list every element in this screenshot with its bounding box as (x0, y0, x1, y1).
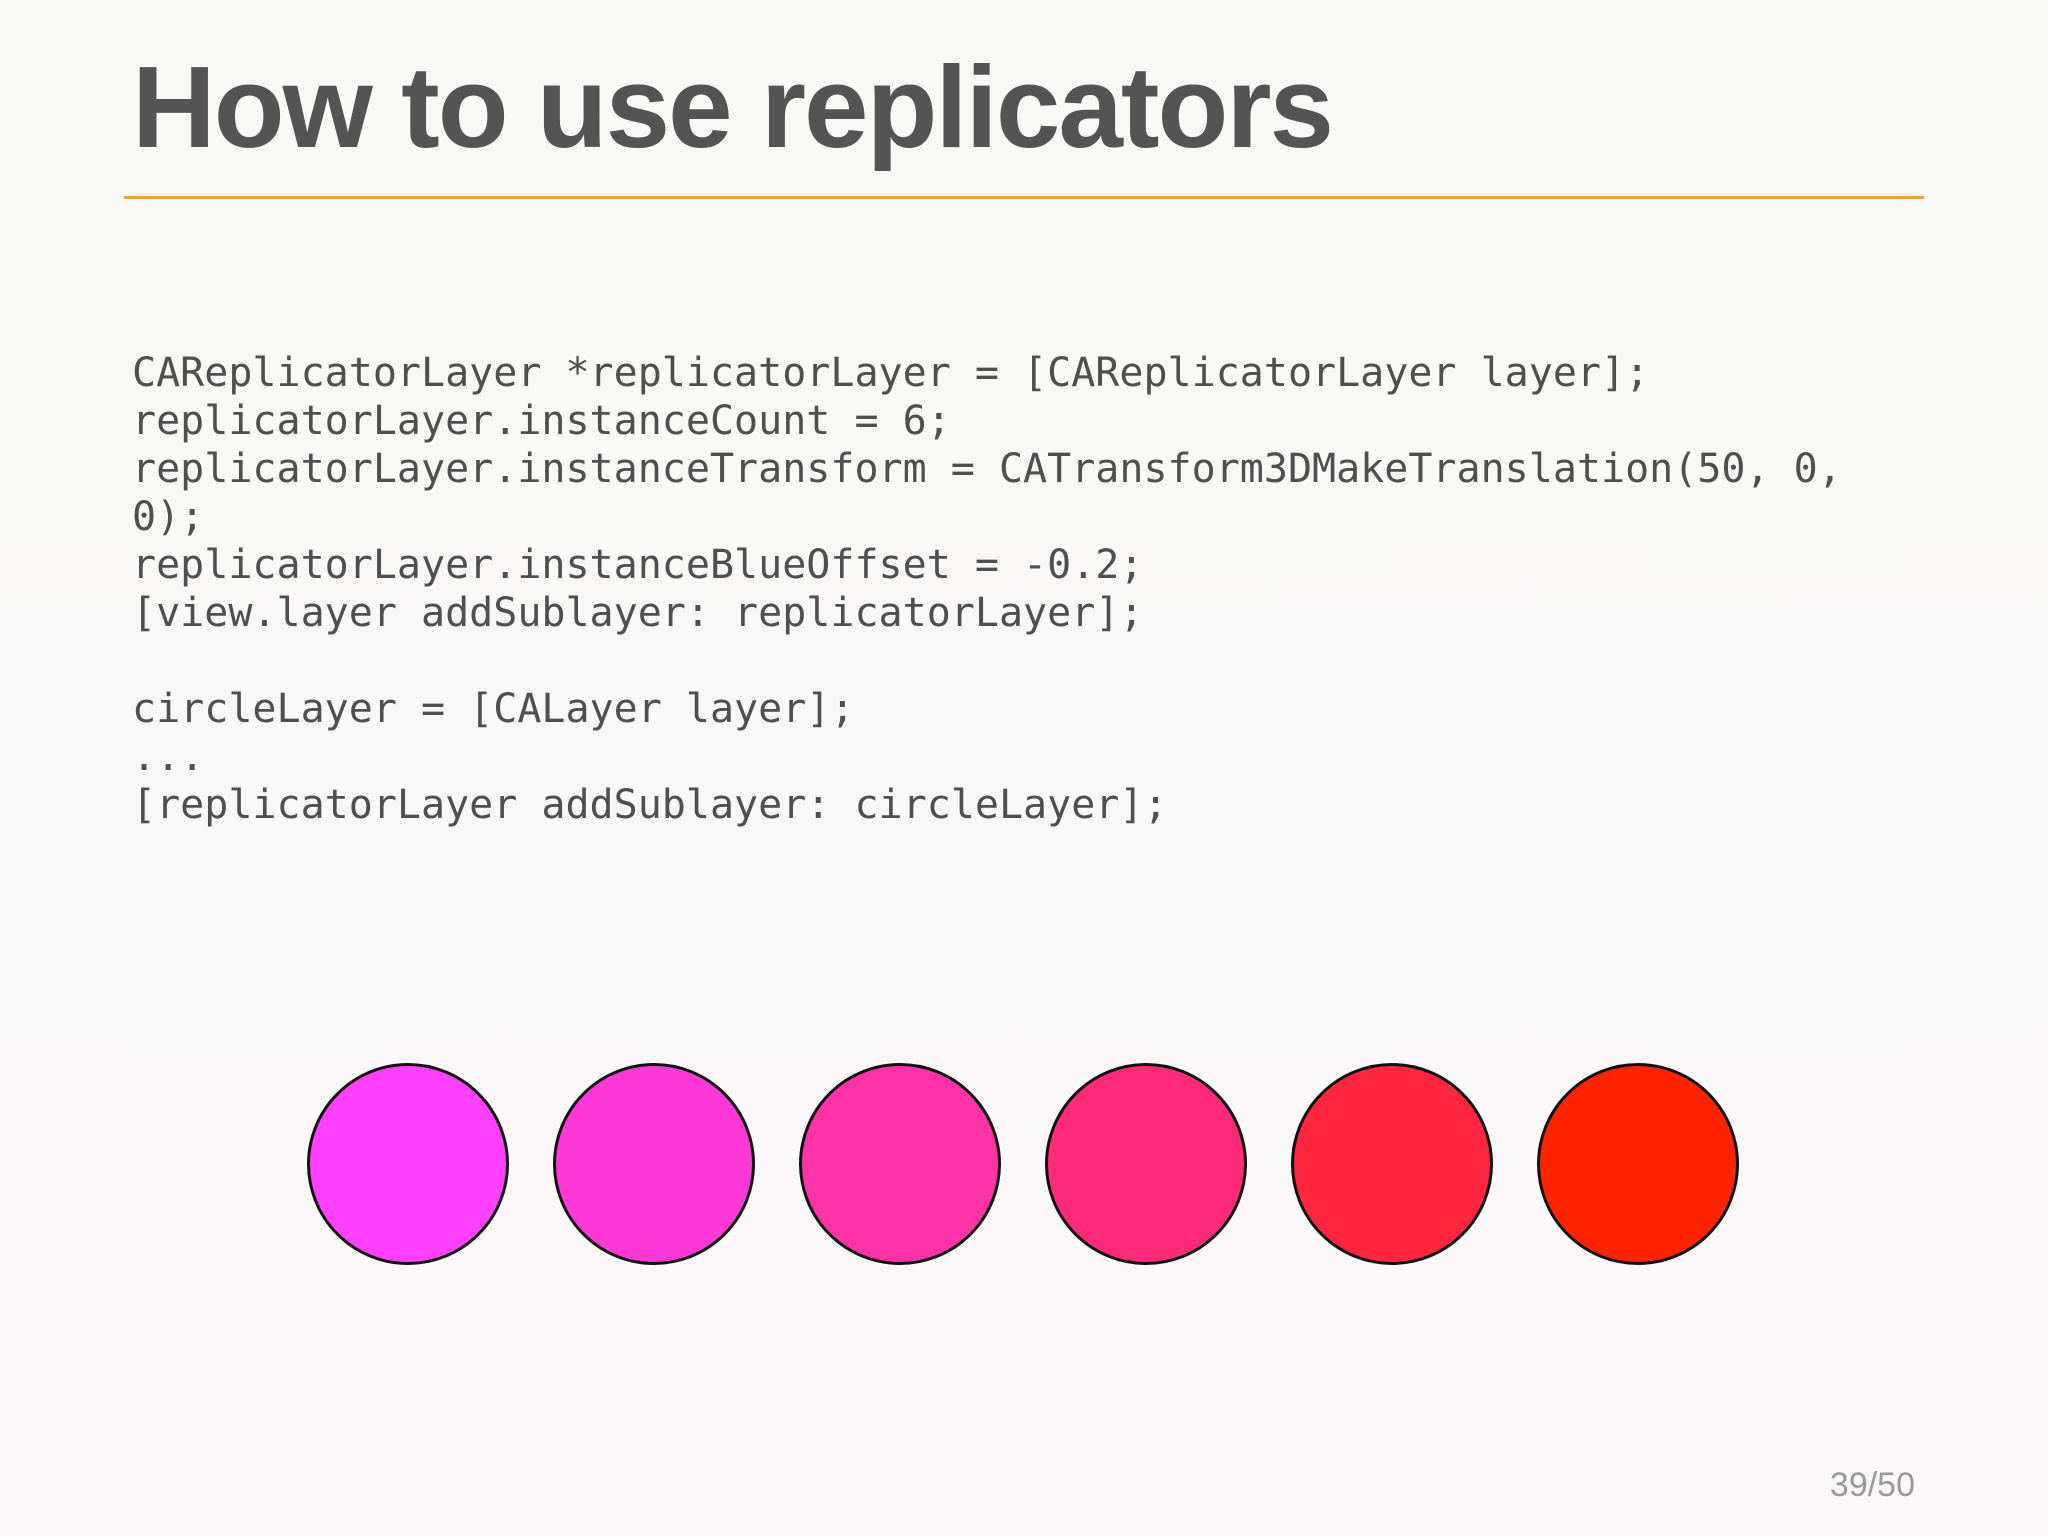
code-line: circleLayer = [CALayer layer]; (132, 686, 855, 732)
page-number: 39/50 (1829, 1466, 1915, 1504)
replicated-circle (553, 1063, 755, 1265)
code-line: [view.layer addSublayer: replicatorLayer… (132, 590, 1144, 636)
replicated-circle (307, 1063, 509, 1265)
code-line: replicatorLayer.instanceBlueOffset = -0.… (132, 542, 1144, 588)
code-line: ... (132, 734, 205, 780)
replicated-circles (0, 1060, 2048, 1270)
code-line: [replicatorLayer addSublayer: circleLaye… (132, 782, 1168, 828)
code-line: 0); (132, 494, 205, 540)
replicated-circle (799, 1063, 1001, 1265)
code-line: CAReplicatorLayer *replicatorLayer = [CA… (132, 350, 1650, 396)
replicated-circle (1537, 1063, 1739, 1265)
replicated-circle (1045, 1063, 1247, 1265)
code-line: replicatorLayer.instanceTransform = CATr… (132, 446, 1842, 492)
code-block: CAReplicatorLayer *replicatorLayer = [CA… (132, 349, 1842, 829)
code-line: replicatorLayer.instanceCount = 6; (132, 398, 951, 444)
title-divider (124, 196, 1924, 199)
replicated-circle (1291, 1063, 1493, 1265)
slide-title: How to use replicators (132, 42, 1334, 172)
